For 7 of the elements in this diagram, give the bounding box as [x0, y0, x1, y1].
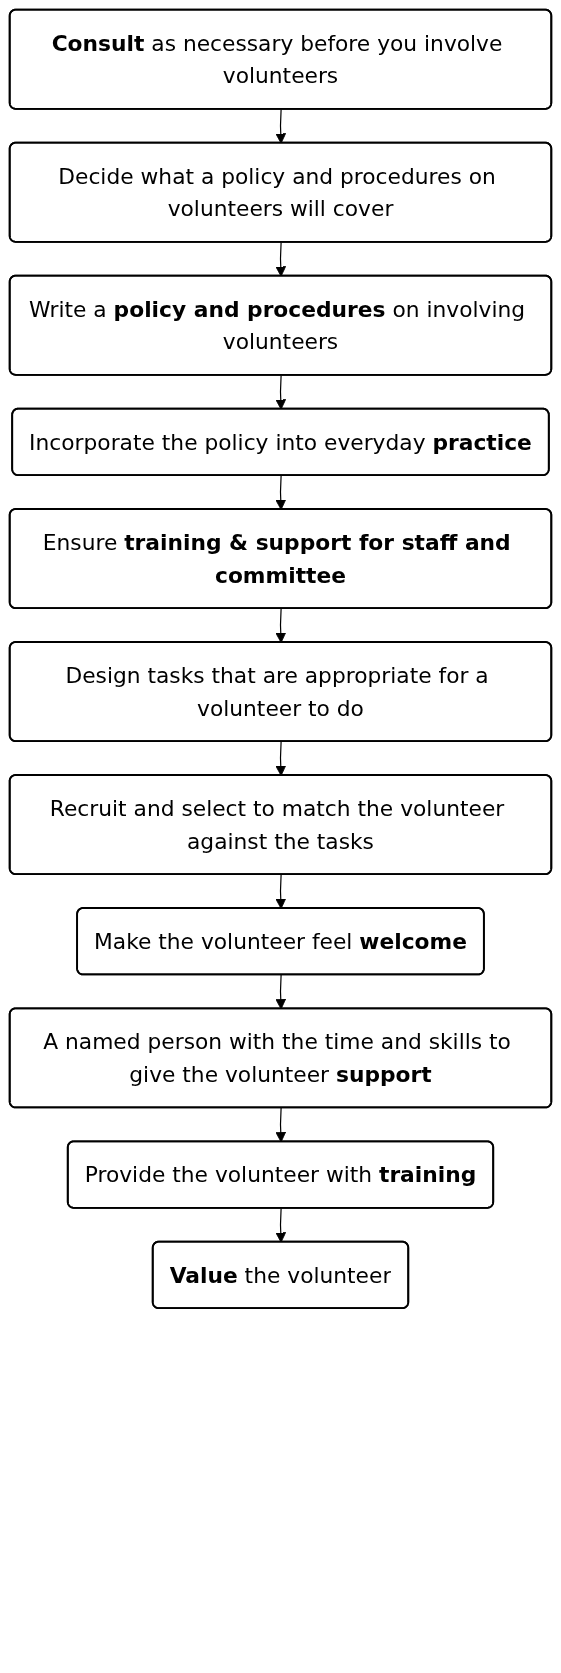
arrow: [275, 108, 287, 144]
arrow: [275, 241, 287, 277]
arrow: [275, 974, 287, 1010]
arrow: [275, 475, 287, 511]
arrow: [275, 374, 287, 410]
arrow: [275, 1207, 287, 1243]
arrow: [275, 1107, 287, 1143]
